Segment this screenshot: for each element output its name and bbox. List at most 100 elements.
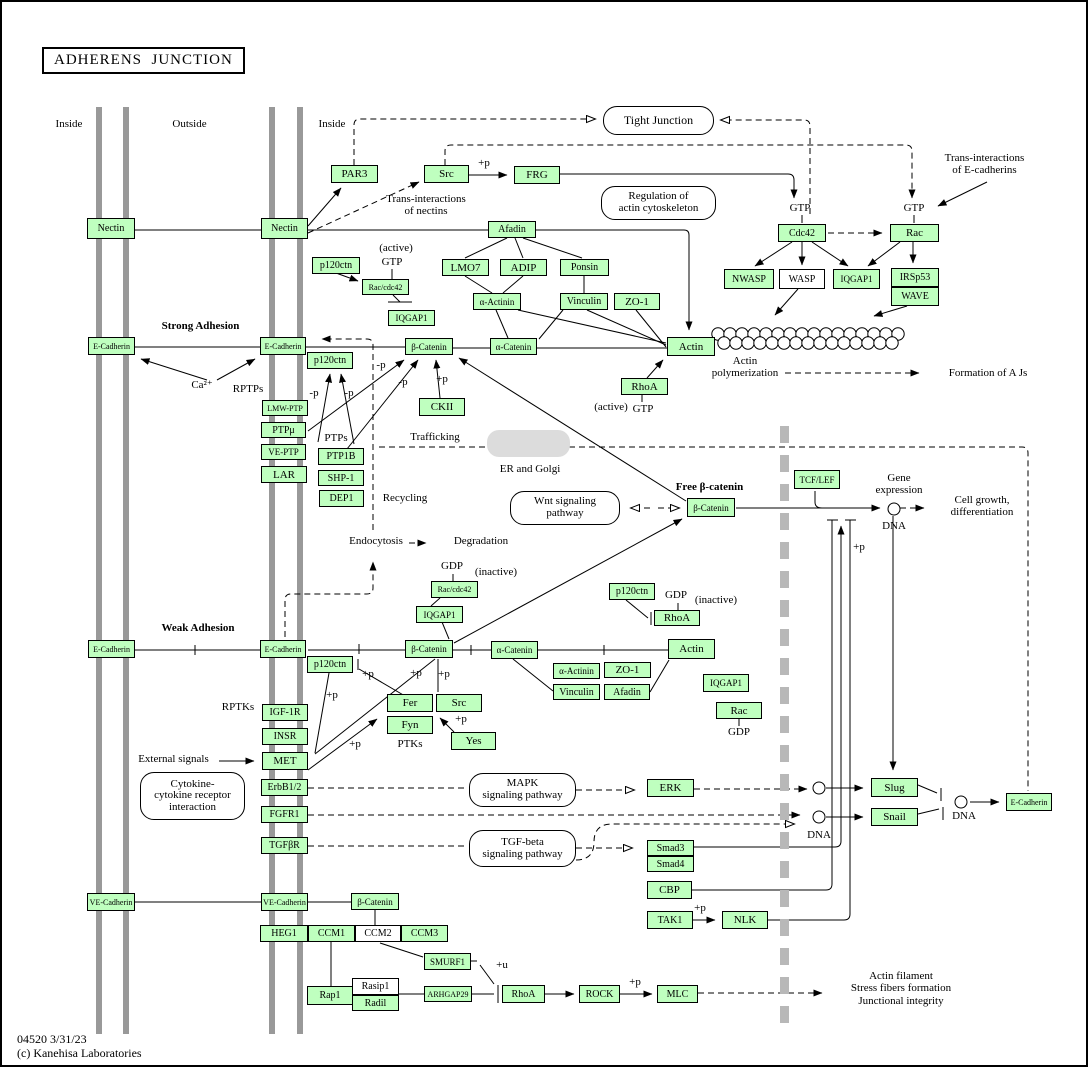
gene-bcatenin-strong[interactable]: β-Catenin bbox=[405, 338, 453, 355]
gene-shp1[interactable]: SHP-1 bbox=[318, 470, 364, 486]
gene-iqgap1-weakright[interactable]: IQGAP1 bbox=[703, 674, 749, 692]
gene-ccm1[interactable]: CCM1 bbox=[308, 925, 355, 942]
gene-veptp[interactable]: VE-PTP bbox=[261, 444, 306, 460]
gene-rhoa-mid[interactable]: RhoA bbox=[654, 610, 700, 626]
gene-erk[interactable]: ERK bbox=[647, 779, 694, 797]
gene-vinculin-top[interactable]: Vinculin bbox=[560, 293, 608, 310]
gene-iqgap1-righttop[interactable]: IQGAP1 bbox=[833, 269, 880, 289]
gene-smad3[interactable]: Smad3 bbox=[647, 840, 694, 856]
gene-mlc[interactable]: MLC bbox=[657, 985, 698, 1003]
gene-rasip1[interactable]: Rasip1 bbox=[352, 978, 399, 995]
gene-nectin-mid[interactable]: Nectin bbox=[261, 218, 308, 239]
gene-afadin-weak[interactable]: Afadin bbox=[604, 684, 650, 700]
gene-ecadherin-right[interactable]: E-Cadherin bbox=[1006, 793, 1052, 811]
gene-adip[interactable]: ADIP bbox=[500, 259, 547, 276]
gene-fer[interactable]: Fer bbox=[387, 694, 433, 712]
gene-a-actinin-weak[interactable]: α-Actinin bbox=[553, 663, 600, 679]
gene-src-top[interactable]: Src bbox=[424, 165, 469, 183]
gene-lar[interactable]: LAR bbox=[261, 466, 307, 483]
gene-ptpmu[interactable]: PTPμ bbox=[261, 422, 306, 438]
gene-ecadherin-strong-mid[interactable]: E-Cadherin bbox=[260, 337, 306, 355]
gene-fyn[interactable]: Fyn bbox=[387, 716, 433, 734]
gene-par3[interactable]: PAR3 bbox=[331, 165, 378, 183]
gene-tcflef[interactable]: TCF/LEF bbox=[794, 470, 840, 489]
gene-raccdc42-mid[interactable]: Rac/cdc42 bbox=[431, 581, 478, 598]
er-golgi-box bbox=[487, 430, 570, 457]
gene-ccm2[interactable]: CCM2 bbox=[355, 925, 401, 942]
gene-insr[interactable]: INSR bbox=[262, 728, 308, 745]
gene-rock[interactable]: ROCK bbox=[579, 985, 620, 1003]
gene-heg1[interactable]: HEG1 bbox=[260, 925, 308, 942]
gene-p120ctn-top[interactable]: p120ctn bbox=[312, 257, 360, 274]
gene-met[interactable]: MET bbox=[262, 752, 308, 770]
gene-cdc42[interactable]: Cdc42 bbox=[778, 224, 826, 242]
gene-vecadherin-mid[interactable]: VE-Cadherin bbox=[261, 893, 308, 911]
gene-p120ctn-mid[interactable]: p120ctn bbox=[609, 583, 655, 600]
label-minus-p-2: -p bbox=[344, 387, 354, 399]
gene-smad4[interactable]: Smad4 bbox=[647, 856, 694, 872]
gene-raccdc42-top[interactable]: Rac/cdc42 bbox=[362, 279, 409, 295]
gene-nectin-left[interactable]: Nectin bbox=[87, 218, 135, 239]
gene-a-actinin-top[interactable]: α-Actinin bbox=[473, 293, 521, 310]
gene-bcatenin-free[interactable]: β-Catenin bbox=[687, 498, 735, 517]
gene-ecadherin-weak-mid[interactable]: E-Cadherin bbox=[260, 640, 306, 658]
gene-ecadherin-weak-left[interactable]: E-Cadherin bbox=[88, 640, 135, 658]
gene-bcatenin-weak[interactable]: β-Catenin bbox=[405, 640, 453, 658]
gene-bcatenin-ve[interactable]: β-Catenin bbox=[351, 893, 399, 910]
gene-radil[interactable]: Radil bbox=[352, 995, 399, 1011]
gene-src-mid[interactable]: Src bbox=[436, 694, 482, 712]
gene-slug[interactable]: Slug bbox=[871, 778, 918, 797]
gene-rhoa-bottom[interactable]: RhoA bbox=[502, 985, 545, 1003]
gene-nlk[interactable]: NLK bbox=[722, 911, 768, 929]
gene-nwasp[interactable]: NWASP bbox=[724, 269, 774, 289]
gene-acatenin-strong[interactable]: α-Catenin bbox=[490, 338, 537, 355]
gene-acatenin-weak[interactable]: α-Catenin bbox=[491, 641, 538, 659]
gene-ponsin[interactable]: Ponsin bbox=[560, 259, 609, 276]
gene-vecadherin-left[interactable]: VE-Cadherin bbox=[87, 893, 135, 911]
gene-zo1-top[interactable]: ZO-1 bbox=[614, 293, 660, 310]
gene-lmo7[interactable]: LMO7 bbox=[442, 259, 489, 276]
gene-ecadherin-strong-left[interactable]: E-Cadherin bbox=[88, 337, 135, 355]
tgfb-pathway[interactable]: TGF-beta signaling pathway bbox=[469, 830, 576, 867]
gene-dep1[interactable]: DEP1 bbox=[319, 490, 364, 507]
gene-arhgap29[interactable]: ARHGAP29 bbox=[424, 986, 472, 1002]
mapk-pathway[interactable]: MAPK signaling pathway bbox=[469, 773, 576, 807]
gene-actin-weak[interactable]: Actin bbox=[668, 639, 715, 659]
gene-zo1-weak[interactable]: ZO-1 bbox=[604, 662, 651, 678]
gene-rhoa-strong[interactable]: RhoA bbox=[621, 378, 668, 395]
wnt-pathway[interactable]: Wnt signaling pathway bbox=[510, 491, 620, 525]
gene-erbb12[interactable]: ErbB1/2 bbox=[261, 779, 308, 796]
gene-igf1r[interactable]: IGF-1R bbox=[262, 704, 308, 721]
gene-tak1[interactable]: TAK1 bbox=[647, 911, 693, 929]
gene-rac-top[interactable]: Rac bbox=[890, 224, 939, 242]
dna-circles bbox=[812, 502, 968, 824]
gene-vinculin-weak[interactable]: Vinculin bbox=[553, 684, 600, 700]
gene-irsp53[interactable]: IRSp53 bbox=[891, 268, 939, 287]
gene-rap1[interactable]: Rap1 bbox=[307, 986, 353, 1005]
gene-afadin-top[interactable]: Afadin bbox=[488, 221, 536, 238]
gene-actin-strong[interactable]: Actin bbox=[667, 337, 715, 356]
cytokine-pathway[interactable]: Cytokine- cytokine receptor interaction bbox=[140, 772, 245, 820]
gene-wave[interactable]: WAVE bbox=[891, 287, 939, 306]
gene-iqgap1-mid[interactable]: IQGAP1 bbox=[416, 606, 463, 623]
gene-cbp[interactable]: CBP bbox=[647, 881, 692, 899]
gene-p120ctn-strong[interactable]: p120ctn bbox=[307, 352, 353, 369]
gene-smurf1[interactable]: SMURF1 bbox=[424, 953, 471, 970]
label-er-golgi: ER and Golgi bbox=[499, 463, 561, 475]
gene-iqgap1-top[interactable]: IQGAP1 bbox=[388, 310, 435, 326]
regulation-actin-pathway[interactable]: Regulation of actin cytoskeleton bbox=[601, 186, 716, 220]
gene-frg[interactable]: FRG bbox=[514, 166, 560, 184]
gene-ptp1b[interactable]: PTP1B bbox=[318, 448, 364, 465]
gene-fgfr1[interactable]: FGFR1 bbox=[261, 806, 308, 823]
gene-p120ctn-weak[interactable]: p120ctn bbox=[307, 656, 353, 673]
gene-wasp[interactable]: WASP bbox=[779, 269, 825, 289]
gene-lmwptp[interactable]: LMW-PTP bbox=[262, 400, 308, 416]
gene-rac-weak[interactable]: Rac bbox=[716, 702, 762, 719]
gene-snail[interactable]: Snail bbox=[871, 808, 918, 826]
tight-junction-pathway[interactable]: Tight Junction bbox=[603, 106, 714, 135]
label-plus-p-ckii: +p bbox=[436, 373, 448, 385]
gene-ckii[interactable]: CKII bbox=[419, 398, 465, 416]
gene-yes[interactable]: Yes bbox=[451, 732, 496, 750]
gene-ccm3[interactable]: CCM3 bbox=[401, 925, 448, 942]
gene-tgfbr[interactable]: TGFβR bbox=[261, 837, 308, 854]
